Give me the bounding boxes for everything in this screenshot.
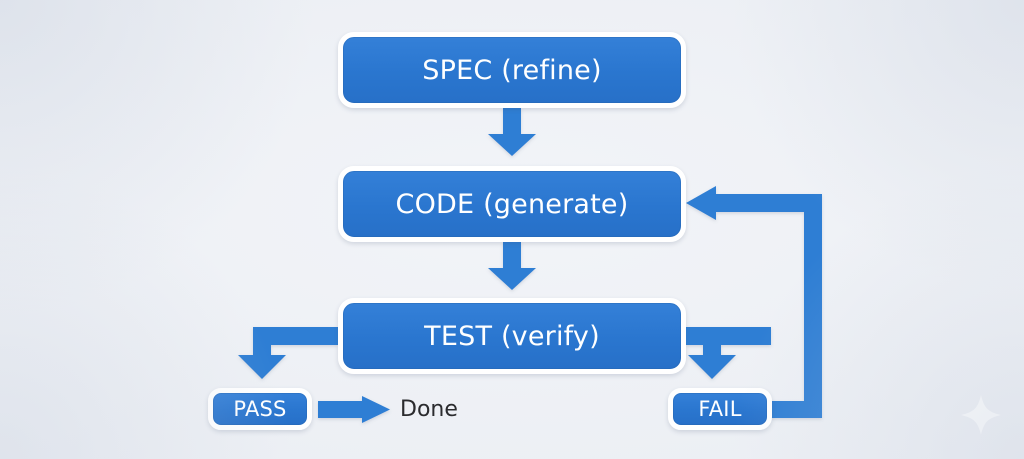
edge-code-to-test	[488, 242, 536, 290]
node-code-label: CODE (generate)	[395, 188, 629, 220]
edge-spec-to-code	[488, 108, 536, 156]
node-test-label: TEST (verify)	[424, 320, 600, 352]
node-pass-label: PASS	[233, 397, 287, 421]
edge-pass-to-done	[318, 396, 390, 423]
sparkle-icon	[961, 395, 1001, 435]
edge-test-to-pass	[238, 327, 338, 379]
node-fail-label: FAIL	[698, 397, 742, 421]
node-pass[interactable]: PASS	[208, 388, 312, 430]
node-code[interactable]: CODE (generate)	[338, 166, 686, 242]
edge-fail-to-code	[686, 186, 822, 418]
edge-test-to-fail	[686, 327, 771, 379]
node-fail[interactable]: FAIL	[668, 388, 772, 430]
node-spec[interactable]: SPEC (refine)	[338, 32, 686, 108]
node-test[interactable]: TEST (verify)	[338, 298, 686, 374]
node-spec-label: SPEC (refine)	[422, 54, 602, 86]
label-done: Done	[400, 397, 458, 422]
